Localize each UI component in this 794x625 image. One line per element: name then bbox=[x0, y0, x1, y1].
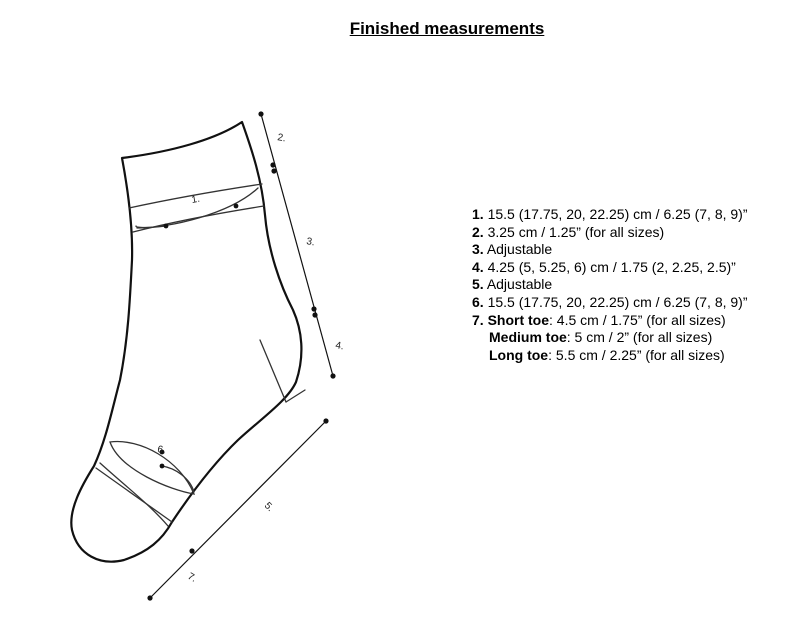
legend-text-1: 15.5 (17.75, 20, 22.25) cm / 6.25 (7, 8,… bbox=[487, 206, 748, 222]
point-foot-top bbox=[323, 418, 329, 424]
legend-text-4: 4.25 (5, 5.25, 6) cm / 1.75 (2, 2.25, 2.… bbox=[487, 258, 736, 275]
legend-row-5: 5. Adjustable bbox=[472, 276, 748, 294]
point-foot-6b bbox=[159, 463, 165, 469]
legend-num-6: 6. bbox=[472, 293, 484, 310]
point-cuff-1b bbox=[233, 203, 239, 209]
label-3: 3. bbox=[305, 236, 315, 248]
medium-toe-text: : 5 cm / 2” (for all sizes) bbox=[566, 329, 713, 346]
label-4: 4. bbox=[334, 340, 344, 352]
label-1: 1. bbox=[191, 194, 201, 206]
measure-1-curve bbox=[136, 187, 259, 229]
legend-num-3: 3. bbox=[472, 241, 484, 258]
sock-outline bbox=[70, 120, 303, 563]
legend-text-3: Adjustable bbox=[486, 241, 553, 258]
legend-row-6: 6. 15.5 (17.75, 20, 22.25) cm / 6.25 (7,… bbox=[472, 294, 748, 312]
legend-text-6: 15.5 (17.75, 20, 22.25) cm / 6.25 (7, 8,… bbox=[487, 293, 748, 310]
legend-row-medium-toe: Medium toe: 5 cm / 2” (for all sizes) bbox=[472, 329, 748, 347]
label-5: 5. bbox=[262, 500, 276, 514]
title-text: Finished measurements bbox=[349, 19, 545, 38]
label-6: 6. bbox=[156, 444, 166, 456]
point-cuff-1a bbox=[163, 223, 169, 229]
legend-row-7: 7. Short toe: 4.5 cm / 1.75” (for all si… bbox=[472, 312, 748, 330]
legend-text-7: : 4.5 cm / 1.75” (for all sizes) bbox=[549, 311, 726, 328]
point-leg-top bbox=[258, 111, 264, 117]
cuff-line-top bbox=[128, 183, 263, 209]
foot-line bbox=[99, 462, 169, 527]
legend-num-1: 1. bbox=[472, 206, 484, 222]
measure-6-pointer bbox=[161, 465, 195, 493]
legend-bold-7: Short toe bbox=[487, 311, 550, 328]
measurement-legend: 1. 15.5 (17.75, 20, 22.25) cm / 6.25 (7,… bbox=[472, 206, 748, 364]
point-leg-3b bbox=[312, 312, 318, 318]
legend-text-5: Adjustable bbox=[486, 276, 553, 293]
legend-text-2: 3.25 cm / 1.25” (for all sizes) bbox=[487, 223, 665, 240]
legend-num-2: 2. bbox=[472, 223, 484, 240]
point-leg-3 bbox=[311, 306, 317, 312]
legend-num-4: 4. bbox=[472, 258, 484, 275]
point-foot-6a bbox=[159, 449, 165, 455]
heel-line-vertical bbox=[259, 339, 287, 403]
point-foot-7 bbox=[189, 548, 195, 554]
legend-row-long-toe: Long toe: 5.5 cm / 2.25” (for all sizes) bbox=[472, 347, 748, 365]
heel-line-diagonal bbox=[285, 389, 306, 403]
point-foot-bottom bbox=[147, 595, 153, 601]
label-7: 7. bbox=[186, 571, 199, 585]
long-toe-label: Long toe bbox=[489, 346, 549, 363]
point-leg-2b bbox=[271, 168, 277, 174]
legend-num-7: 7. bbox=[472, 311, 484, 328]
measure-line-leg bbox=[260, 113, 334, 377]
measure-line-foot bbox=[149, 420, 327, 599]
medium-toe-label: Medium toe bbox=[489, 329, 567, 346]
toe-line bbox=[95, 467, 173, 523]
label-2: 2. bbox=[276, 132, 286, 144]
legend-row-2: 2. 3.25 cm / 1.25” (for all sizes) bbox=[472, 224, 748, 242]
page-title: Finished measurements bbox=[0, 19, 794, 39]
cuff-line-bottom bbox=[132, 205, 265, 233]
point-leg-bottom bbox=[330, 373, 336, 379]
legend-num-5: 5. bbox=[472, 276, 484, 293]
legend-row-3: 3. Adjustable bbox=[472, 241, 748, 259]
long-toe-text: : 5.5 cm / 2.25” (for all sizes) bbox=[548, 346, 725, 363]
legend-row-1: 1. 15.5 (17.75, 20, 22.25) cm / 6.25 (7,… bbox=[472, 206, 748, 224]
legend-row-4: 4. 4.25 (5, 5.25, 6) cm / 1.75 (2, 2.25,… bbox=[472, 259, 748, 277]
point-leg-2 bbox=[270, 162, 276, 168]
measure-6-ellipse bbox=[109, 440, 196, 495]
